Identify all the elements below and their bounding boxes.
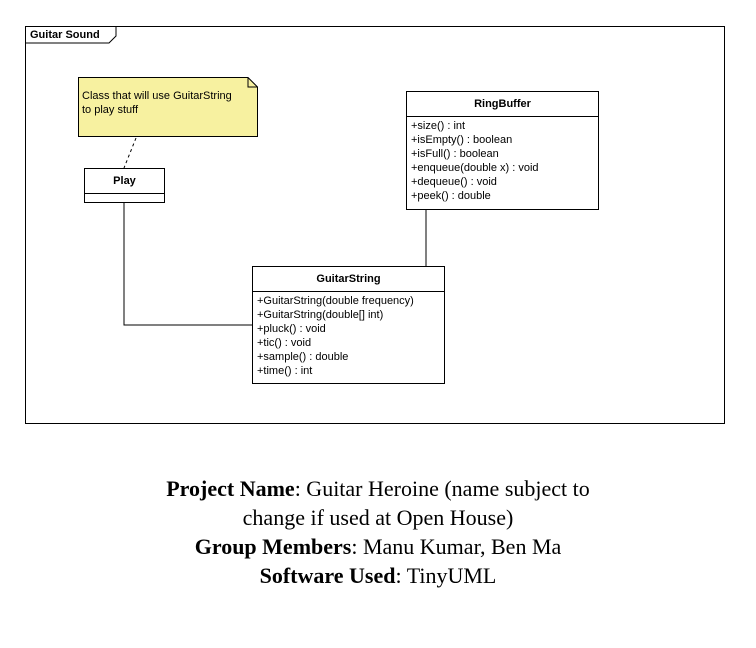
comment-note: Class that will use GuitarString to play… [78, 77, 258, 137]
class-play: Play [84, 168, 165, 203]
operation: +size() : int [411, 120, 466, 132]
caption-software-key: Software Used [259, 563, 396, 588]
operation: +GuitarString(double[] int) [257, 309, 384, 321]
caption-members-key: Group Members [194, 534, 352, 559]
class-play-name: Play [85, 169, 164, 194]
caption-software-line: Software Used: TinyUML [0, 561, 756, 590]
operation: +GuitarString(double frequency) [257, 295, 414, 307]
frame-title: Guitar Sound [30, 29, 100, 41]
caption-software-value: : TinyUML [395, 563, 497, 588]
caption-members-value: : Manu Kumar, Ben Ma [351, 534, 562, 559]
operation: +isFull() : boolean [411, 148, 499, 160]
class-ringbuffer-operations: +size() : int +isEmpty() : boolean +isFu… [407, 117, 598, 205]
class-guitarstring: GuitarString +GuitarString(double freque… [252, 266, 445, 384]
note-text-line2: to play stuff [82, 104, 139, 116]
frame-tab [25, 26, 117, 44]
note-text-line1: Class that will use GuitarString [82, 90, 232, 102]
operation: +tic() : void [257, 337, 312, 349]
project-caption: Project Name: Guitar Heroine (name subje… [0, 474, 756, 590]
operation: +isEmpty() : boolean [411, 134, 513, 146]
caption-project-line2: change if used at Open House) [242, 505, 514, 530]
operation: +sample() : double [257, 351, 349, 363]
caption-project-value: : Guitar Heroine (name subject to [294, 476, 590, 501]
diagram-frame [25, 26, 725, 424]
class-ringbuffer: RingBuffer +size() : int +isEmpty() : bo… [406, 91, 599, 210]
operation: +enqueue(double x) : void [411, 162, 539, 174]
operation: +dequeue() : void [411, 176, 497, 188]
caption-members-line: Group Members: Manu Kumar, Ben Ma [0, 532, 756, 561]
operation: +peek() : double [411, 190, 491, 202]
class-guitarstring-name: GuitarString [253, 267, 444, 292]
caption-project-key: Project Name [166, 476, 295, 501]
note-anchor-line [123, 137, 137, 169]
caption-project-line: Project Name: Guitar Heroine (name subje… [0, 474, 756, 503]
operation: +time() : int [257, 365, 313, 377]
play-guitarstring-association [123, 202, 252, 326]
operation: +pluck() : void [257, 323, 326, 335]
class-guitarstring-operations: +GuitarString(double frequency) +GuitarS… [253, 292, 444, 380]
class-ringbuffer-name: RingBuffer [407, 92, 598, 117]
